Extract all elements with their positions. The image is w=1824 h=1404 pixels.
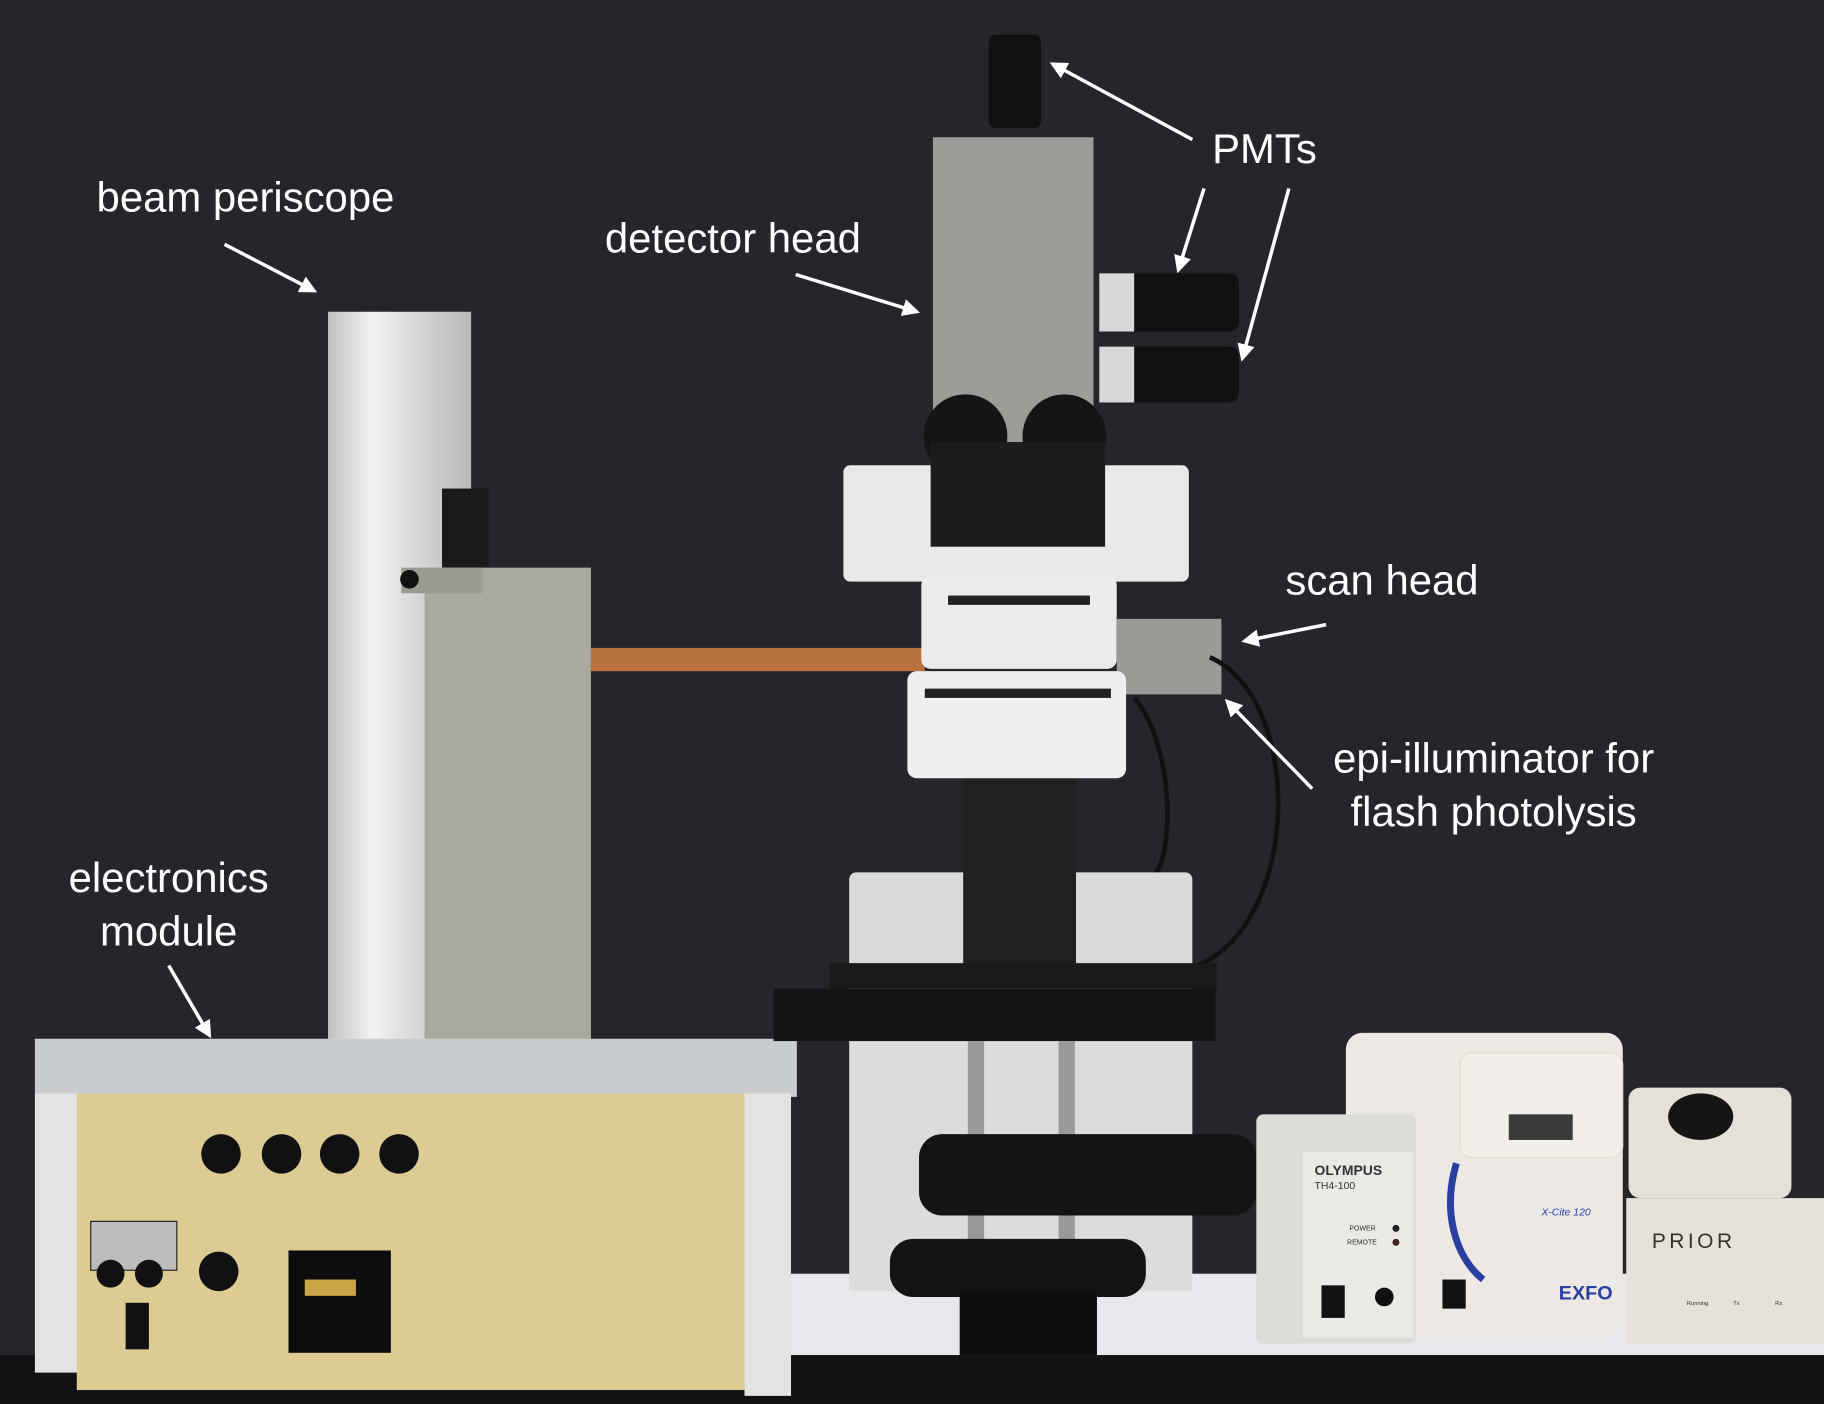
label-epi-illuminator-line1: epi-illuminator for <box>1333 734 1654 781</box>
label-scan-head: scan head <box>1285 556 1478 603</box>
label-beam-periscope: beam periscope <box>97 174 395 221</box>
pmt-side-1 <box>1099 273 1239 332</box>
label-pmts: PMTs <box>1212 125 1317 172</box>
electronics-module <box>34 1038 797 1396</box>
olympus-power-supply: OLYMPUS TH4-100 POWER REMOTE <box>1256 1114 1416 1344</box>
pmt-side-2 <box>1099 346 1239 403</box>
arrow-electronics-module <box>167 964 212 1039</box>
prior-rx-text: Rx <box>1775 1301 1782 1307</box>
olympus-model-text: TH4-100 <box>1314 1181 1355 1192</box>
scan-head-box <box>1116 618 1222 695</box>
arrow-epi-illuminator <box>1224 698 1314 790</box>
exfo-model-text: X-Cite 120 <box>1540 1208 1591 1219</box>
label-epi-illuminator-line2: flash photolysis <box>1351 788 1637 835</box>
arrow-pmt-middle <box>1174 187 1206 274</box>
prior-running-text: Running <box>1687 1301 1709 1307</box>
label-electronics-line2: module <box>100 908 237 955</box>
olympus-power-text: POWER <box>1349 1226 1375 1233</box>
arrow-pmt-top <box>1049 62 1194 142</box>
beam-periscope <box>328 311 925 1042</box>
prior-tx-text: Tx <box>1733 1301 1740 1307</box>
olympus-remote-text: REMOTE <box>1347 1240 1377 1247</box>
prior-controller: PRIOR Running Tx Rx <box>1626 1087 1824 1344</box>
label-electronics-line1: electronics <box>69 854 269 901</box>
exfo-brand-text: EXFO <box>1559 1282 1613 1304</box>
label-detector-head: detector head <box>605 214 861 261</box>
arrow-scan-head <box>1241 622 1327 647</box>
arrow-pmt-lower <box>1237 187 1291 362</box>
prior-brand-text: PRIOR <box>1652 1230 1736 1253</box>
arrow-beam-periscope <box>223 242 318 293</box>
microscope <box>773 34 1281 1356</box>
pmt-top <box>988 34 1042 128</box>
arrow-detector-head <box>795 272 920 316</box>
olympus-brand-text: OLYMPUS <box>1314 1162 1382 1178</box>
